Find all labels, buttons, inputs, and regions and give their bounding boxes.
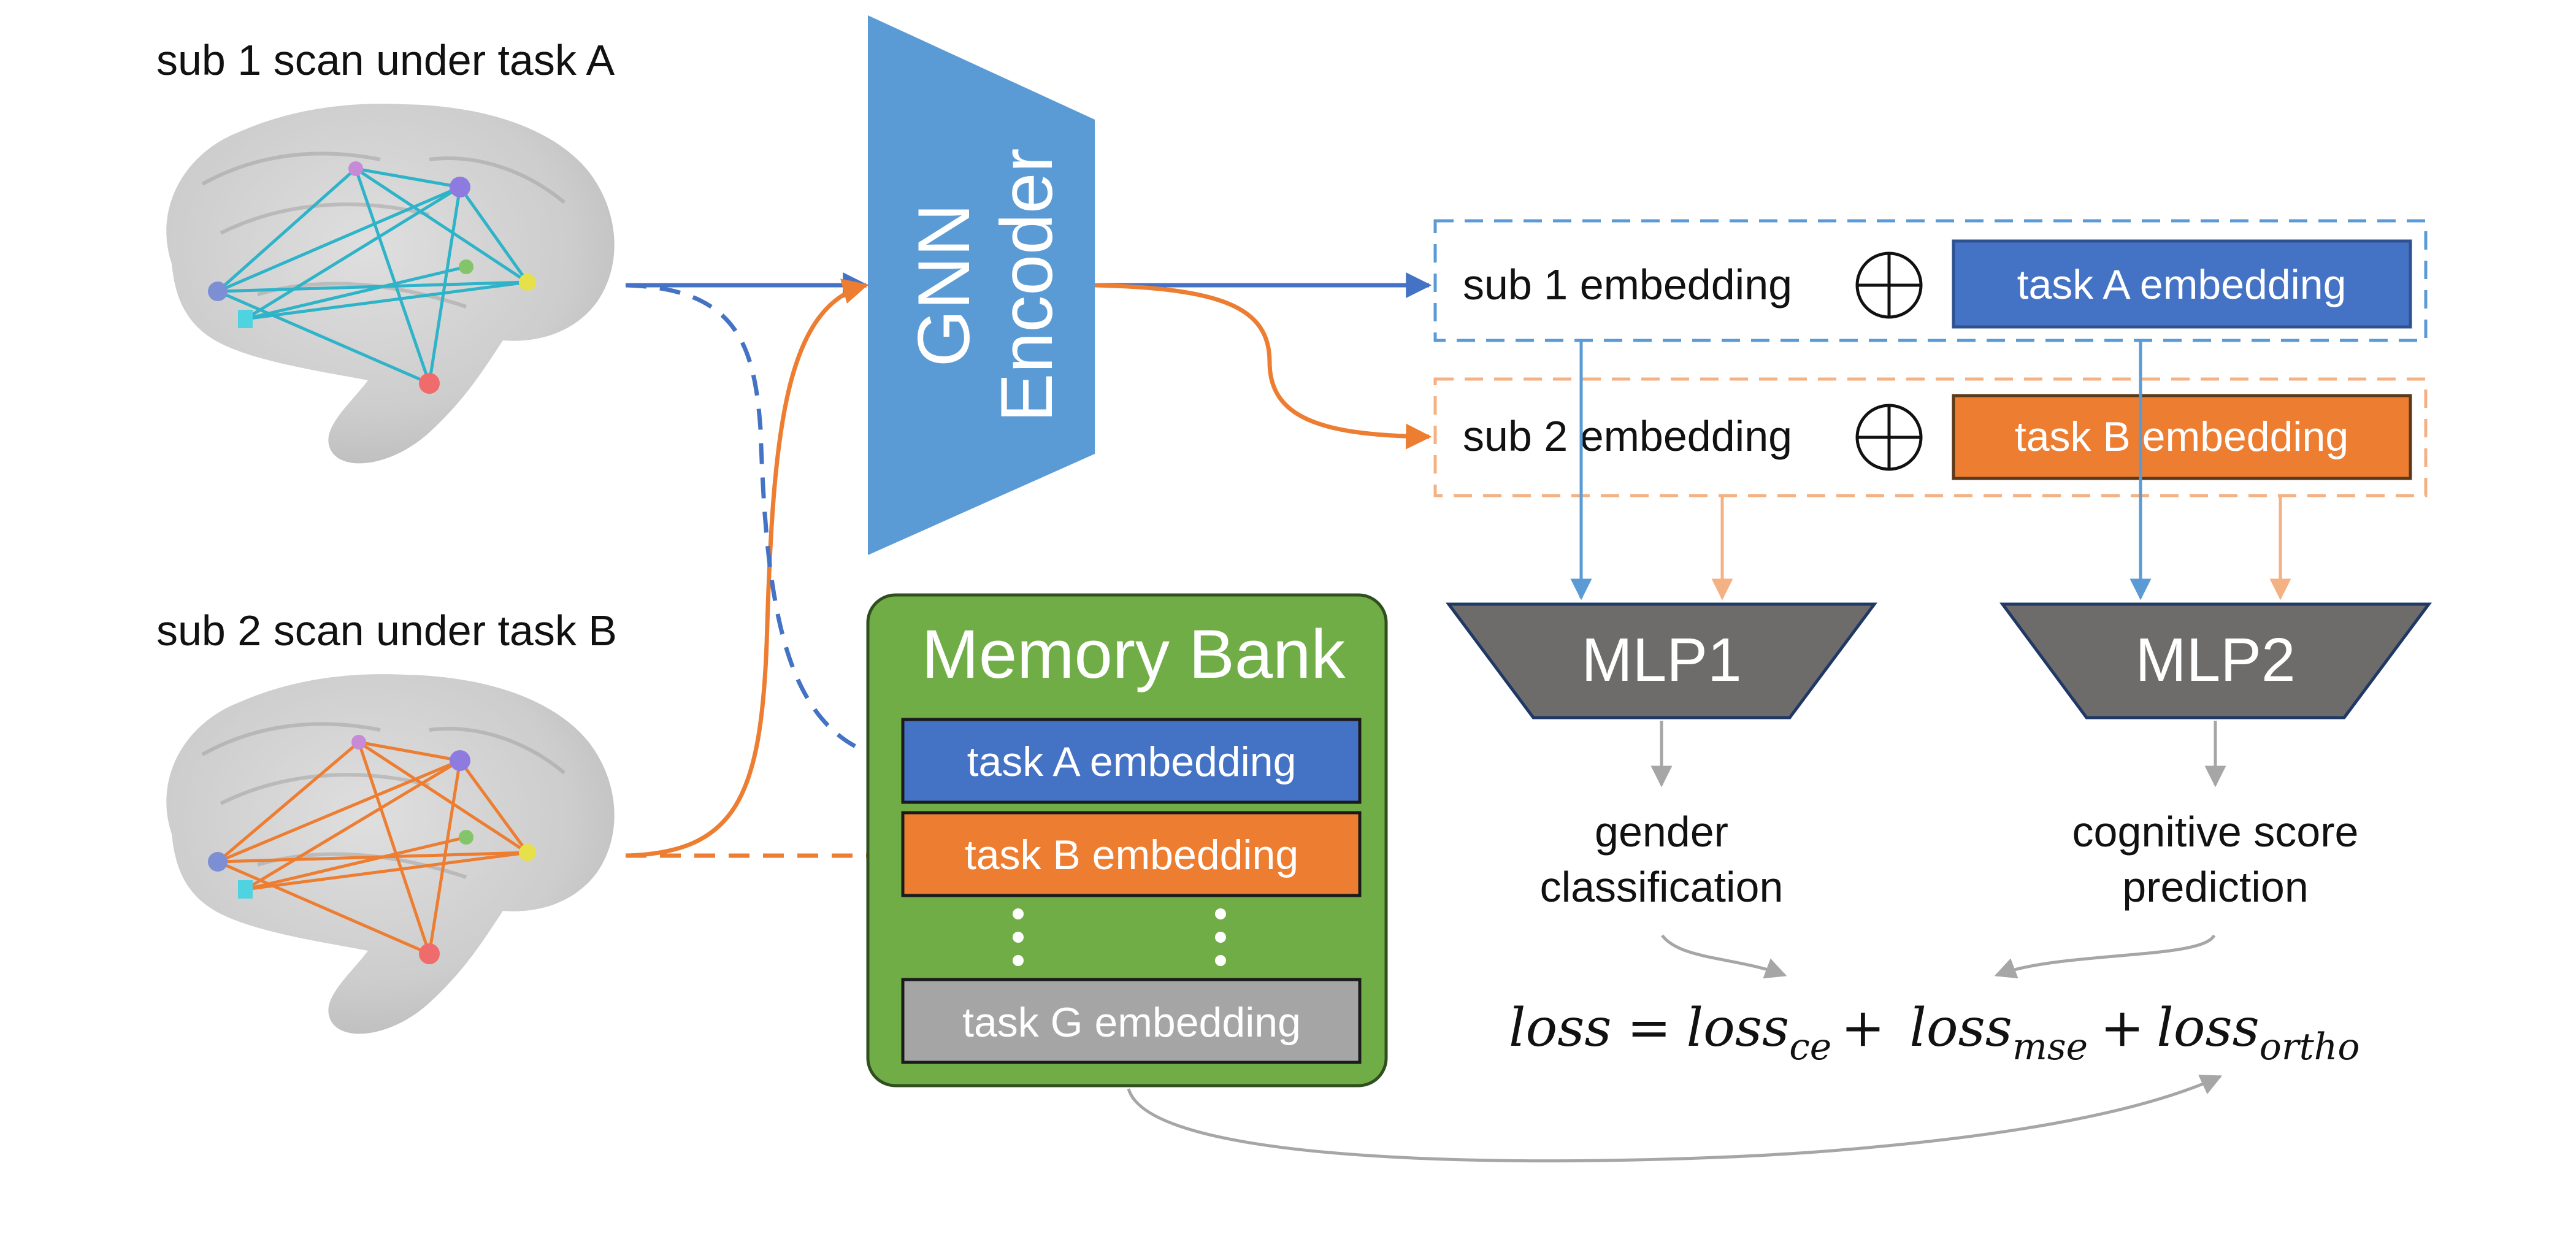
- arrow-brain1-to-memory-taskA: [625, 283, 903, 770]
- brain1-network-edges: [217, 167, 529, 385]
- arrow-cognitive-to-loss: [1994, 934, 2216, 979]
- gender-output-line2: classification: [1540, 863, 1784, 911]
- sub1-embedding-group: [1433, 219, 2428, 342]
- memory-taskG-box: [901, 978, 1362, 1064]
- mlp2-head: MLP2: [1999, 602, 2432, 719]
- mlp1-label: MLP1: [1581, 626, 1741, 694]
- taskA-embedding-label: task A embedding: [2017, 261, 2347, 308]
- sub2-caption: sub 2 scan under task B: [156, 607, 617, 654]
- memory-item-label: task G embedding: [962, 999, 1301, 1046]
- sub2-embedding-label: sub 2 embedding: [1463, 412, 1792, 460]
- brain-scan-sub1: [166, 104, 615, 464]
- taskB-embedding-label: task B embedding: [2015, 413, 2348, 460]
- memory-item-label: task A embedding: [967, 738, 1297, 785]
- memory-item-label: task B embedding: [965, 832, 1298, 878]
- arrow-encoder-to-sub2-embedding: [1094, 283, 1432, 450]
- arrow-gender-to-loss: [1661, 934, 1787, 979]
- encoder-label-line2: Encoder: [986, 148, 1068, 423]
- mlp2-label: MLP2: [2135, 626, 2295, 694]
- taskB-embedding-box: [1952, 394, 2412, 480]
- taskA-embedding-box: [1952, 239, 2412, 329]
- loss-equation: loss=lossce+lossmse+lossortho: [1509, 997, 2359, 1068]
- concat-icon: [1855, 404, 1923, 471]
- brain1-network-nodes: [208, 161, 536, 394]
- brain2-network-edges: [217, 740, 529, 956]
- concat-icon: [1855, 251, 1923, 319]
- sub1-embedding-label: sub 1 embedding: [1463, 261, 1792, 309]
- encoder-label-line1: GNN: [903, 204, 985, 367]
- arrow-brain2-to-encoder: [625, 278, 869, 858]
- memory-taskB-box: [901, 811, 1362, 897]
- sub2-embedding-group: [1433, 377, 2428, 497]
- brain-scan-sub2: [166, 674, 615, 1034]
- cognitive-output-line2: prediction: [2122, 863, 2309, 911]
- arrow-memory-to-ortho-loss: [1127, 1075, 2223, 1163]
- mlp1-head: MLP1: [1446, 602, 1877, 719]
- cognitive-output-line1: cognitive score: [2072, 808, 2359, 856]
- gender-output-line1: gender: [1595, 808, 1728, 856]
- memory-ellipsis-icon: [1013, 908, 1226, 966]
- brain2-network-nodes: [208, 735, 536, 964]
- memory-bank-title: Memory Bank: [922, 616, 1346, 692]
- memory-taskA-box: [901, 718, 1362, 804]
- sub1-caption: sub 1 scan under task A: [156, 36, 615, 84]
- memory-bank: Memory Bank task A embedding task B embe…: [866, 593, 1388, 1087]
- gnn-encoder: GNN Encoder: [868, 15, 1095, 555]
